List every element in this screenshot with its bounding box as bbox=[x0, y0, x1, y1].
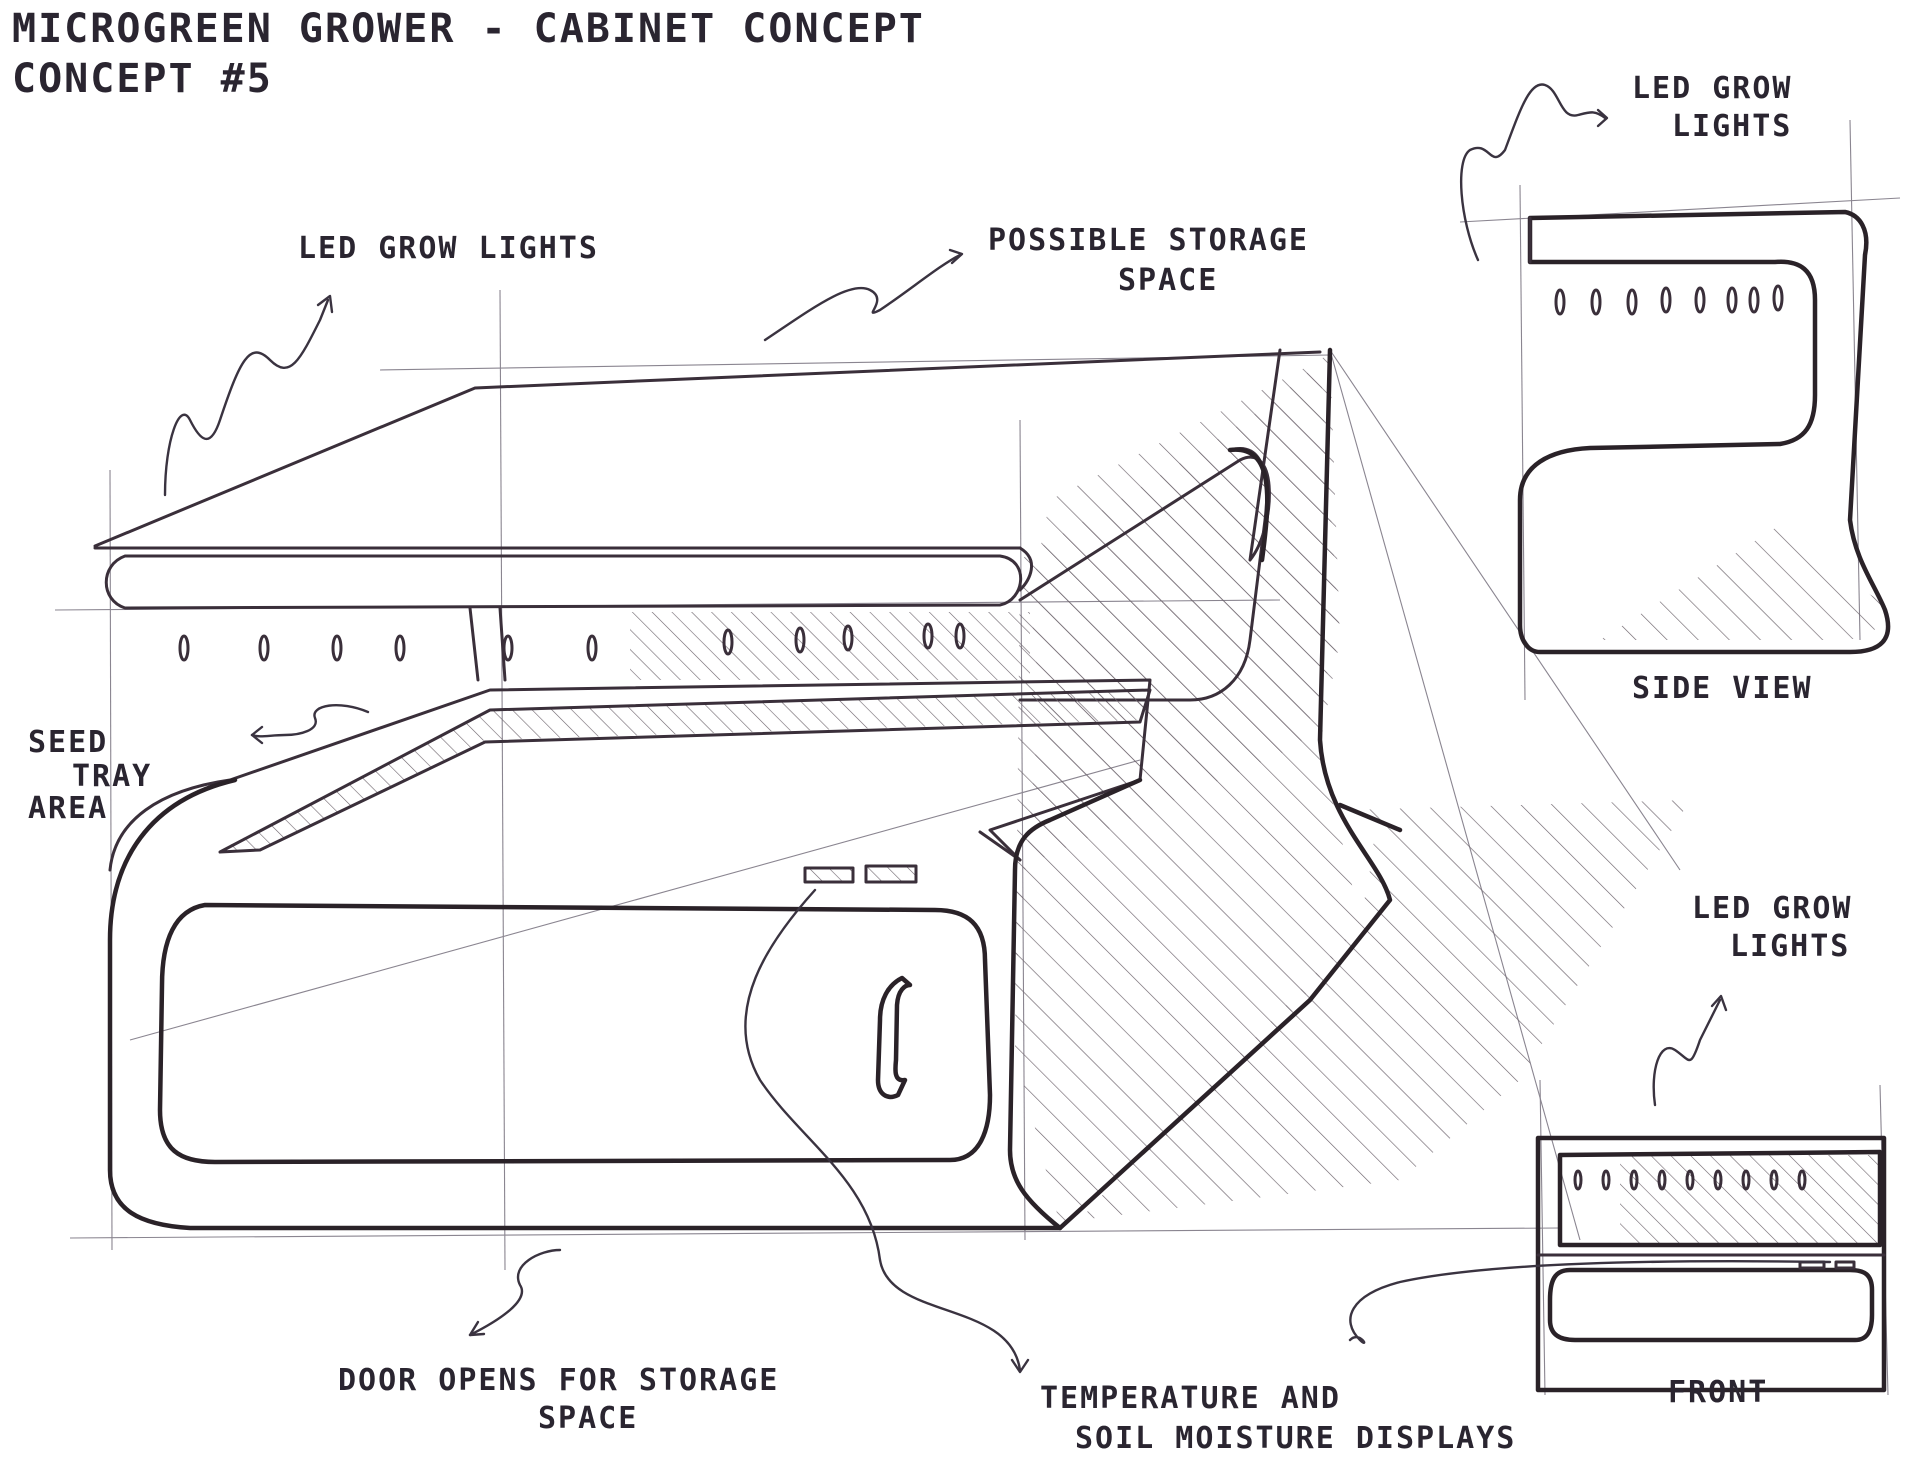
side-view-drawing bbox=[1517, 209, 1891, 655]
label-door-2: SPACE bbox=[538, 1401, 638, 1436]
sketch-subtitle: CONCEPT #5 bbox=[12, 56, 273, 102]
label-front-led-1: LED GROW bbox=[1692, 891, 1853, 926]
label-front-led-2: LIGHTS bbox=[1730, 929, 1850, 964]
label-seed-1: SEED bbox=[28, 725, 108, 760]
main-led-row bbox=[178, 622, 966, 662]
label-storage-2: SPACE bbox=[1118, 263, 1218, 298]
label-front: FRONT bbox=[1668, 1375, 1768, 1410]
label-side-view: SIDE VIEW bbox=[1632, 671, 1813, 706]
label-side-led-1: LED GROW bbox=[1632, 71, 1793, 106]
sketch-labels: MICROGREEN GROWER - CABINET CONCEPT CONC… bbox=[12, 6, 1853, 1456]
front-view-drawing bbox=[1535, 1135, 1887, 1393]
label-led-top: LED GROW LIGHTS bbox=[298, 231, 599, 266]
label-storage-1: POSSIBLE STORAGE bbox=[988, 223, 1309, 258]
label-door-1: DOOR OPENS FOR STORAGE bbox=[338, 1363, 779, 1398]
label-displays-1: TEMPERATURE AND bbox=[1040, 1381, 1341, 1416]
label-seed-2: TRAY bbox=[72, 759, 152, 794]
label-displays-2: SOIL MOISTURE DISPLAYS bbox=[1075, 1421, 1516, 1456]
main-cabinet bbox=[93, 347, 1690, 1231]
label-seed-3: AREA bbox=[28, 791, 108, 826]
label-side-led-2: LIGHTS bbox=[1672, 109, 1792, 144]
leader-arrows bbox=[163, 83, 1832, 1374]
sketch-title: MICROGREEN GROWER - CABINET CONCEPT bbox=[12, 6, 925, 52]
